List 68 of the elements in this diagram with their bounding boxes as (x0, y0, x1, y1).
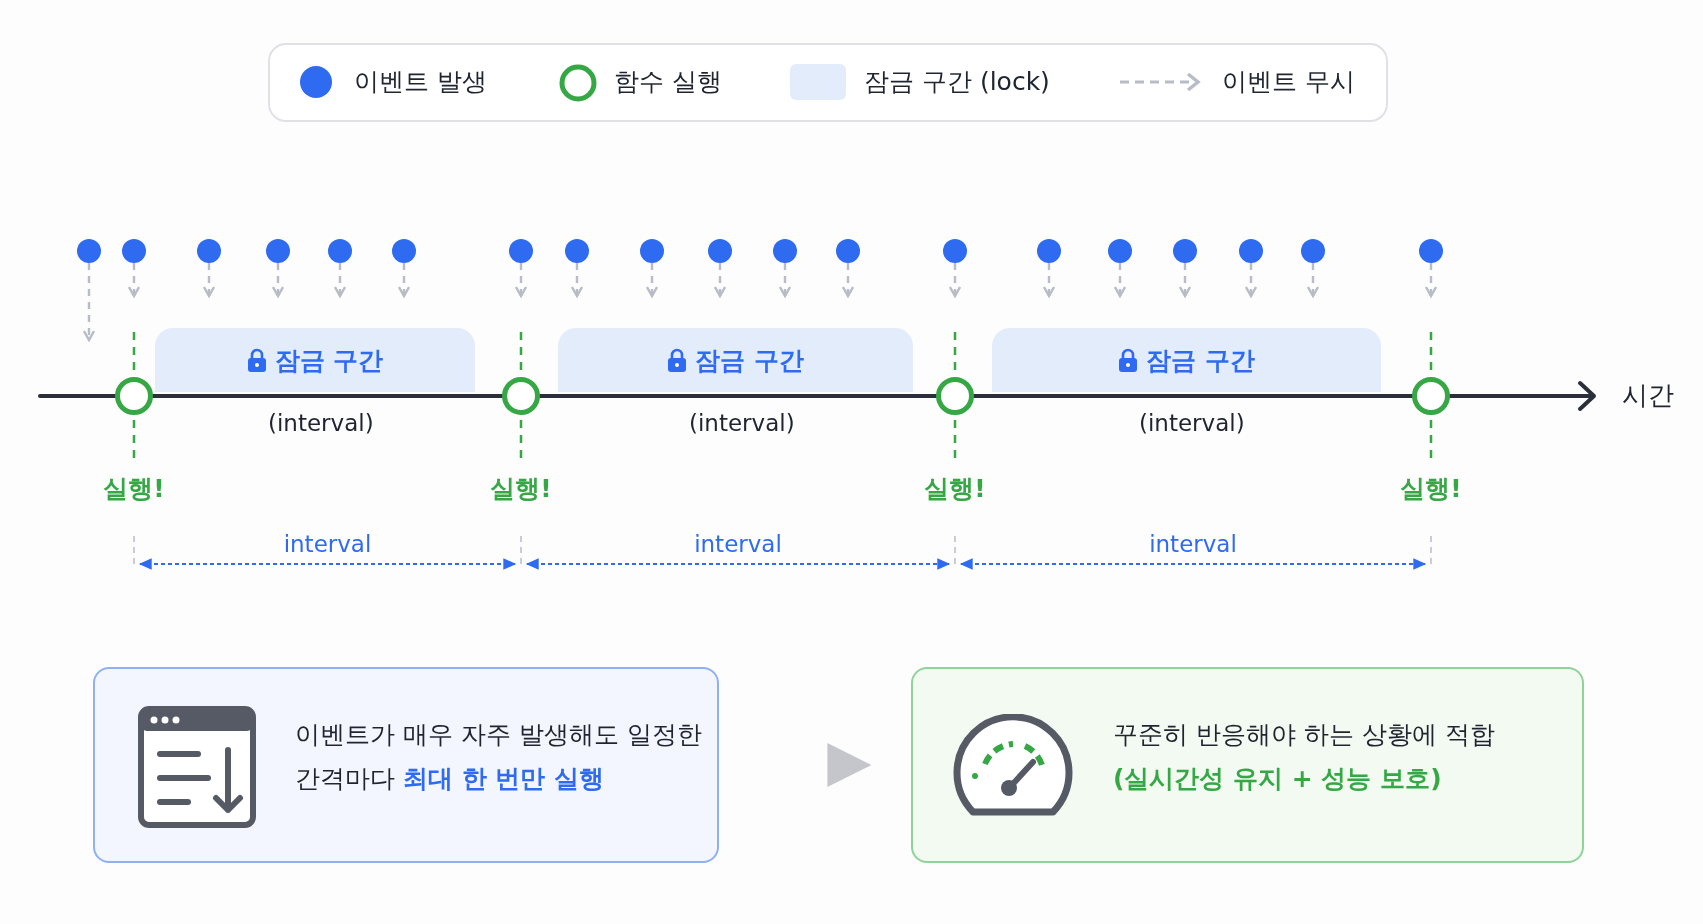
lock-label: 잠금 구간 (274, 344, 384, 377)
ignored-event-arrow (841, 263, 855, 298)
lock-band (558, 328, 913, 392)
event-dot (122, 239, 146, 263)
ignored-event-arrow (948, 263, 962, 298)
legend-label: 이벤트 발생 (354, 66, 487, 98)
info-box (93, 667, 719, 863)
execution-circle (1412, 377, 1450, 415)
ignored-event-arrow (570, 263, 584, 298)
event-dot (943, 239, 967, 263)
ignored-event-arrow (397, 263, 411, 298)
event-dot (392, 239, 416, 263)
dimension-label: interval (1148, 531, 1238, 557)
execution-label: 실행! (1399, 473, 1463, 505)
execution-circle (115, 377, 153, 415)
event-dot (773, 239, 797, 263)
ignored-event-arrow (333, 263, 347, 298)
ignored-event-arrow (713, 263, 727, 298)
interval-caption: (interval) (1139, 410, 1245, 436)
axis-label: 시간 (1622, 379, 1674, 412)
execution-label: 실행! (489, 473, 553, 505)
event-dot (1419, 239, 1443, 263)
event-dot (328, 239, 352, 263)
ignored-event-arrow (1306, 263, 1320, 298)
lock-band (155, 328, 475, 392)
ignored-event-arrow (645, 263, 659, 298)
lock-band (992, 328, 1381, 392)
execution-label: 실행! (102, 473, 166, 505)
ignored-event-arrow (1244, 263, 1258, 298)
ignored-event-arrow (1424, 263, 1438, 298)
ignored-event-arrow (202, 263, 216, 298)
legend-label: 이벤트 무시 (1222, 66, 1355, 98)
ignored-event-arrow (514, 263, 528, 298)
dimension-label: interval (282, 531, 373, 557)
ignored-event-arrow (1178, 263, 1192, 298)
box-text: 이벤트가 매우 자주 발생해도 일정한 간격마다 최대 한 번만 실행 (295, 719, 703, 795)
event-dot (1301, 239, 1325, 263)
lock-label: 잠금 구간 (695, 344, 804, 377)
event-dot (565, 239, 589, 263)
box-text: 꾸준히 반응해야 하는 상황에 적합 (1113, 719, 1496, 751)
ignored-event-arrow (271, 263, 285, 298)
event-dot (77, 239, 101, 263)
interval-caption: (interval) (268, 410, 374, 436)
legend-label: 함수 실행 (614, 66, 722, 98)
ignored-event-arrow (778, 263, 792, 298)
info-box (911, 667, 1584, 863)
ignored-event-arrow (82, 263, 96, 342)
ignored-event-arrow (127, 263, 141, 298)
event-dot (836, 239, 860, 263)
event-dot (1108, 239, 1132, 263)
event-dot (1239, 239, 1263, 263)
interval-caption: (interval) (689, 410, 795, 436)
event-dot (266, 239, 290, 263)
event-dot (708, 239, 732, 263)
ignored-event-arrow (1113, 263, 1127, 298)
event-dot (1037, 239, 1061, 263)
ignored-event-arrow (1042, 263, 1056, 298)
event-dot (640, 239, 664, 263)
event-dot (509, 239, 533, 263)
execution-circle (936, 377, 974, 415)
lock-label: 잠금 구간 (1146, 344, 1255, 377)
box-text: (실시간성 유지 + 성능 보호) (1113, 763, 1443, 795)
execution-label: 실행! (923, 473, 987, 505)
event-dot (1173, 239, 1197, 263)
event-dot (197, 239, 221, 263)
dimension-label: interval (693, 531, 783, 557)
execution-circle (502, 377, 540, 415)
legend-label: 잠금 구간 (lock) (864, 66, 1050, 98)
